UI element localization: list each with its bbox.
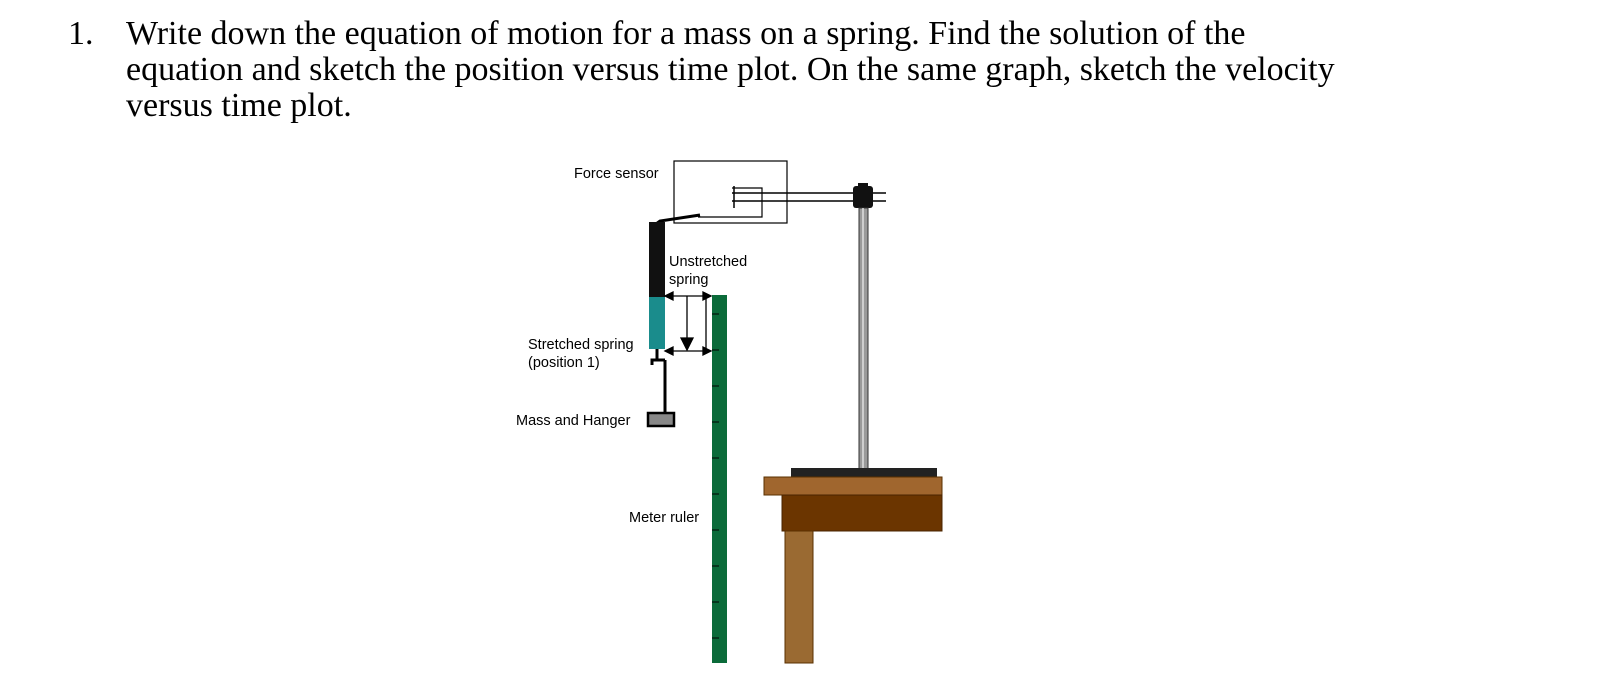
meter-ruler: [712, 295, 727, 663]
label-unstretched-1: Unstretched: [669, 254, 747, 270]
label-meter-ruler: Meter ruler: [629, 510, 699, 526]
label-mass-hanger: Mass and Hanger: [516, 413, 631, 429]
label-unstretched-2: spring: [669, 272, 709, 288]
question-line-1: Write down the equation of motion for a …: [126, 15, 1246, 52]
force-sensor: [673, 160, 788, 224]
question-line-3: versus time plot.: [126, 87, 352, 124]
clamp-knob: [853, 183, 873, 208]
stand-rod: [858, 207, 869, 471]
table: [763, 476, 943, 664]
spring-unstretched: [649, 222, 665, 297]
label-stretched-1: Stretched spring: [528, 337, 634, 353]
question-number: 1.: [68, 15, 94, 52]
question-text: Write down the equation of motion for a …: [126, 16, 1526, 124]
question-line-2: equation and sketch the position versus …: [126, 51, 1335, 88]
mass-icon: [646, 411, 676, 428]
label-stretched-2: (position 1): [528, 355, 600, 371]
spring-stretched: [649, 297, 665, 349]
measurement-arrows: [663, 290, 713, 357]
label-force-sensor: Force sensor: [574, 166, 659, 182]
stand-base: [791, 468, 937, 477]
